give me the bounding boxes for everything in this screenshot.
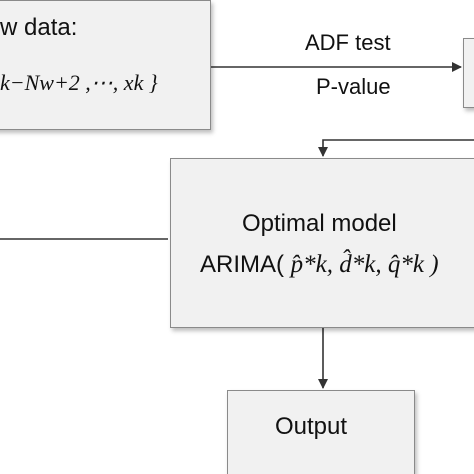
arima-prefix: ARIMA( [200,251,284,278]
edge-feedback-to-optimal [318,139,474,157]
optimal-model-title: Optimal model [242,210,397,237]
adf-target-box [463,38,474,108]
adf-test-label: ADF test [305,30,391,55]
output-label: Output [275,413,348,440]
window-data-box [0,0,211,130]
optimal-model-formula: ARIMA( p̂*k, d̂*k, q̂*k ) [200,251,439,279]
p-value-label: P-value [316,74,391,99]
window-data-set: k−Nw+2 ,⋯, xk } [0,70,158,95]
optimal-model-box [170,158,474,328]
arima-params: p̂*k, d̂*k, q̂*k ) [290,251,439,278]
window-data-title: w data: [0,14,78,41]
output-box [227,390,415,474]
